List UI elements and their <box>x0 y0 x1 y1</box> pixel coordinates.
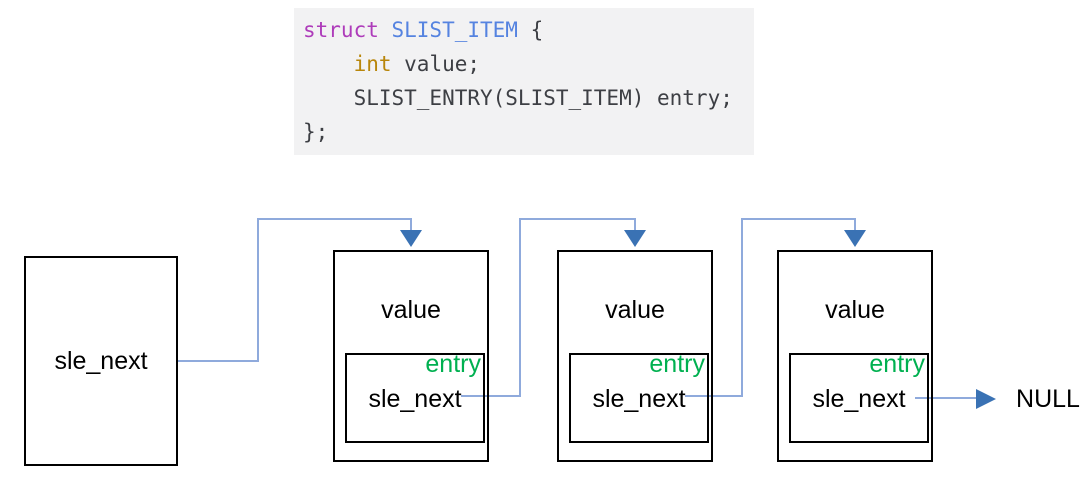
value-field-label: value <box>825 296 885 324</box>
node-box: value entry sle_next <box>333 250 489 462</box>
code-snippet: struct SLIST_ITEM { int value; SLIST_ENT… <box>294 8 754 155</box>
pointer-line-node1-to-node2 <box>461 218 636 397</box>
builtin-type-token: int <box>353 52 392 76</box>
code-line: SLIST_ENTRY(SLIST_ITEM) entry; <box>303 81 754 115</box>
head-sle-next-label: sle_next <box>54 346 148 375</box>
code-text-token: { <box>517 18 544 42</box>
node-box: value entry sle_next <box>557 250 713 462</box>
entry-struct-box: entry sle_next <box>345 350 485 443</box>
type-name-token: SLIST_ITEM <box>378 18 518 42</box>
code-text-token: SLIST_ENTRY(SLIST_ITEM) entry; <box>303 86 733 110</box>
value-field-label: value <box>381 296 441 324</box>
entry-field-label: entry <box>649 350 705 378</box>
sle-next-field-label: sle_next <box>592 385 686 413</box>
sle-next-field-label: sle_next <box>368 385 462 413</box>
entry-struct-box: entry sle_next <box>789 350 929 443</box>
value-field-label: value <box>605 296 665 324</box>
entry-field-label: entry <box>425 350 481 378</box>
arrowhead-down-icon <box>624 230 646 247</box>
code-line: }; <box>303 115 754 149</box>
pointer-line-node2-to-node3 <box>685 218 856 397</box>
entry-struct-box: entry sle_next <box>569 350 709 443</box>
node-box: value entry sle_next <box>777 250 933 462</box>
null-terminator-label: NULL <box>1016 385 1080 413</box>
code-line: int value; <box>303 47 754 81</box>
entry-field-label: entry <box>869 350 925 378</box>
list-head-box: sle_next <box>24 256 178 466</box>
keyword-token: struct <box>303 18 379 42</box>
arrowhead-down-icon <box>844 230 866 247</box>
code-line: struct SLIST_ITEM { <box>303 13 754 47</box>
pointer-line-head-to-node1 <box>178 218 412 362</box>
arrowhead-down-icon <box>400 230 422 247</box>
code-text-token: }; <box>303 120 329 144</box>
code-text-token: value; <box>391 52 481 76</box>
sle-next-field-label: sle_next <box>812 385 906 413</box>
arrowhead-right-icon <box>976 389 996 409</box>
